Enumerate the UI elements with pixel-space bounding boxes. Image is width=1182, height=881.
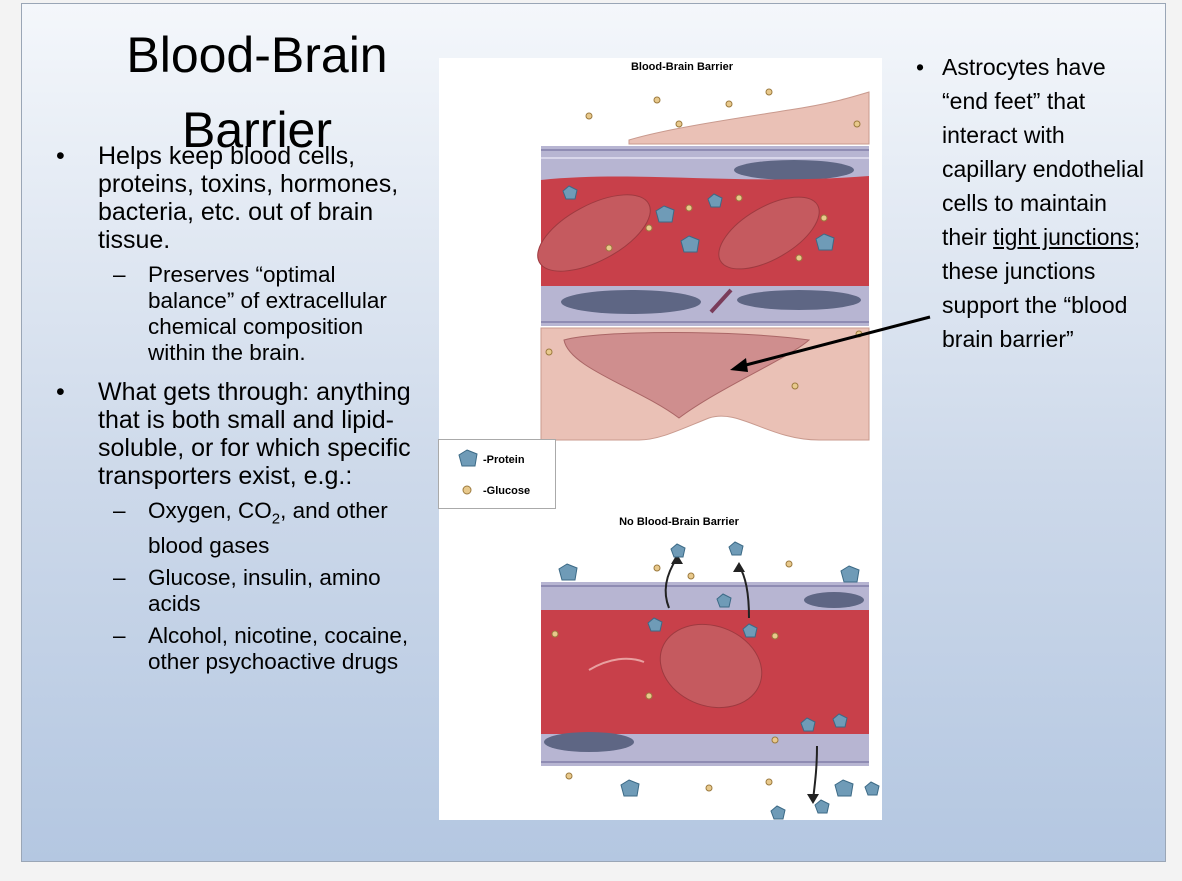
red-blood-cell <box>537 194 651 272</box>
tight-junctions-link-text: tight junctions <box>993 224 1134 250</box>
left-text-column: • Helps keep blood cells, proteins, toxi… <box>56 142 426 687</box>
endothelial-nucleus <box>737 290 861 310</box>
arrow-heads <box>671 554 819 804</box>
sub-bullet-drugs: – Alcohol, nicotine, cocaine, other psyc… <box>98 623 426 675</box>
bullet-text: Helps keep blood cells, proteins, toxins… <box>98 142 399 254</box>
endothelial-nucleus <box>544 732 634 752</box>
vessel-wall-upper <box>541 582 869 614</box>
figure-legend: -Protein -Glucose <box>438 439 556 509</box>
endothelial-nucleus <box>734 160 854 180</box>
glucose-icon <box>462 485 472 495</box>
sub-bullet-text-suffix: , and other blood gases <box>148 498 388 558</box>
dash-glyph: – <box>113 622 126 648</box>
red-blood-cell <box>659 623 763 709</box>
endothelial-nucleus <box>804 592 864 608</box>
sub-bullet-text: Alcohol, nicotine, cocaine, other psycho… <box>148 622 409 674</box>
bullet-keeps-out: • Helps keep blood cells, proteins, toxi… <box>56 142 426 366</box>
dash-glyph: – <box>113 498 126 523</box>
bottom-panel-label: No Blood-Brain Barrier <box>619 516 740 528</box>
bullet-glyph: • <box>56 142 65 170</box>
bullet-glyph: • <box>56 378 65 406</box>
sub-bullet-glucose: – Glucose, insulin, amino acids <box>98 565 426 617</box>
top-panel-label: Blood-Brain Barrier <box>631 61 734 73</box>
sub-bullet-text: Glucose, insulin, amino acids <box>148 564 381 616</box>
legend-glucose-label: -Glucose <box>483 485 530 497</box>
slide-title: Blood-Brain Barrier <box>126 27 388 158</box>
legend-protein-label: -Protein <box>483 454 525 466</box>
dash-glyph: – <box>113 564 126 590</box>
bullet-text: What gets through: anything that is both… <box>98 378 411 490</box>
protein-icon <box>458 449 478 467</box>
right-text-column: • Astrocytes have “end feet” that intera… <box>916 50 1151 356</box>
sub-bullet-preserves: – Preserves “optimal balance” of extrace… <box>98 262 426 366</box>
bullet-what-gets-through: • What gets through: anything that is bo… <box>56 378 426 675</box>
legend-svg: -Protein -Glucose <box>458 449 530 497</box>
astrocyte-bullet: Astrocytes have “end feet” that interact… <box>916 50 1151 356</box>
glucose-molecules-bottom <box>551 560 793 792</box>
co2-subscript: 2 <box>271 510 281 528</box>
dash-glyph: – <box>113 262 126 287</box>
sub-bullet-gases: – Oxygen, CO2, and other blood gases <box>98 498 426 559</box>
endothelial-nucleus <box>561 290 701 314</box>
astrocyte-text-after: ; these junctions support the “blood bra… <box>942 224 1141 352</box>
protein-molecules-top <box>562 185 835 253</box>
bullet-glyph: • <box>916 54 925 80</box>
tight-junction <box>709 288 733 314</box>
red-blood-cell <box>718 196 820 270</box>
astrocyte-end-foot-top <box>628 91 870 145</box>
sub-bullet-text: Preserves “optimal balance” of extracell… <box>148 262 387 365</box>
protein-molecules-bottom <box>558 541 880 820</box>
astrocyte-text-before: Astrocytes have “end feet” that interact… <box>942 54 1145 250</box>
highlight-line <box>588 657 645 671</box>
sub-bullet-text: Oxygen, CO <box>148 498 272 523</box>
slide: Blood-Brain Barrier • Helps keep blood c… <box>21 3 1166 862</box>
